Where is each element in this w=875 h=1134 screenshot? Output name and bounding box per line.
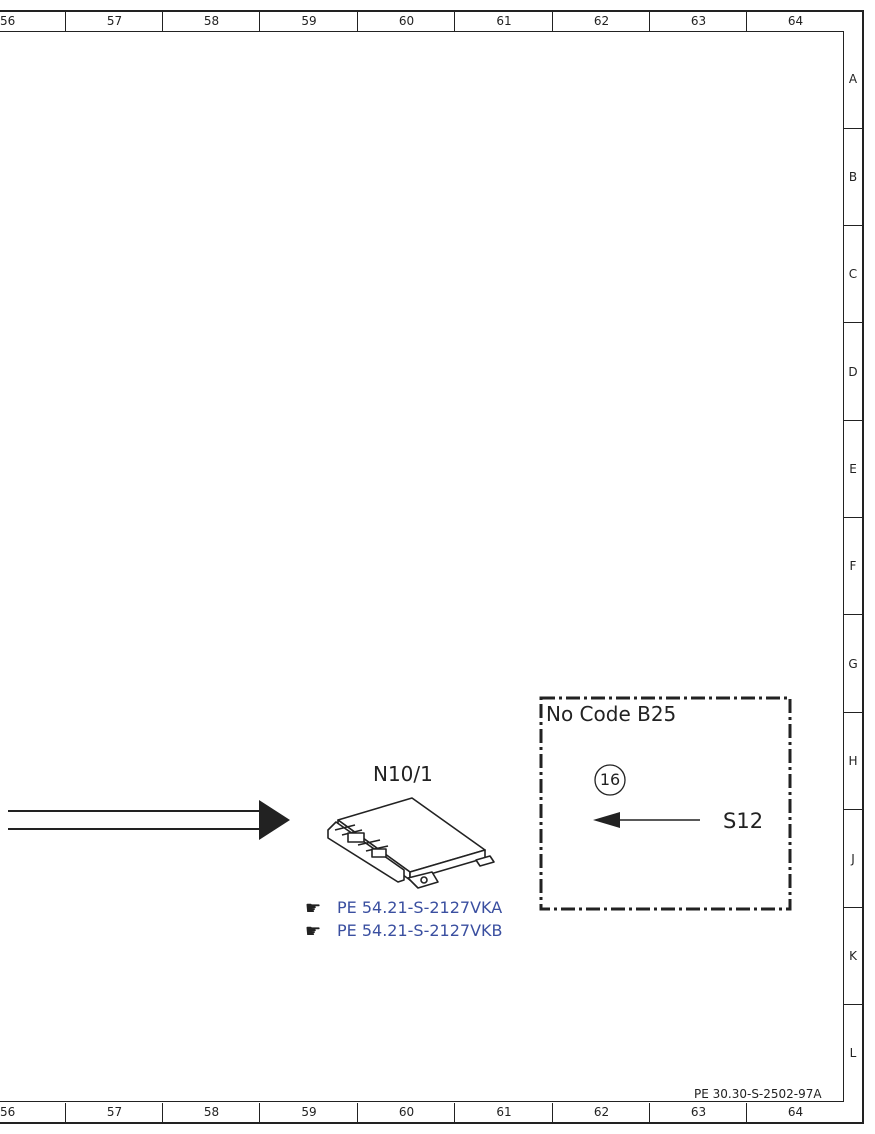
row-label: K [844, 907, 862, 1005]
document-number: PE 30.30-S-2502-97A [694, 1087, 822, 1101]
bottom-ruler-line [0, 1101, 843, 1102]
col-label: 62 [552, 12, 650, 31]
row-label: J [844, 809, 862, 908]
pointing-hand-icon: ☛ [305, 921, 322, 942]
right-ruler-line [843, 31, 844, 1102]
signal-label: S12 [723, 809, 764, 833]
col-label: 57 [65, 1103, 163, 1122]
row-label: D [844, 322, 862, 421]
row-label: B [844, 128, 862, 226]
col-label: 62 [552, 1103, 650, 1122]
reference-link-1[interactable]: ☛ PE 54.21-S-2127VKA [305, 898, 502, 919]
reference-circle-number: 16 [599, 770, 621, 789]
no-code-box [539, 696, 792, 911]
col-label: 64 [746, 12, 844, 31]
col-label: 58 [162, 1103, 260, 1122]
col-label: 61 [454, 12, 553, 31]
col-label: 64 [746, 1103, 844, 1122]
code-box-title: No Code B25 [546, 702, 677, 726]
control-unit-module-icon [327, 797, 495, 889]
col-label: 56 [0, 14, 16, 28]
signal-arrow [593, 812, 700, 828]
component-label: N10/1 [373, 762, 433, 786]
row-label: F [844, 517, 862, 615]
reference-link-2[interactable]: ☛ PE 54.21-S-2127VKB [305, 921, 502, 942]
frame-bottom-border [0, 1122, 864, 1124]
col-label: 58 [162, 12, 260, 31]
frame-top-border [0, 10, 864, 12]
col-label: 60 [357, 1103, 455, 1122]
bus-arrow [8, 800, 290, 840]
row-label: G [844, 614, 862, 713]
pointing-hand-icon: ☛ [305, 898, 322, 919]
row-label: C [844, 225, 862, 323]
col-label: 57 [65, 12, 163, 31]
row-label: A [848, 72, 858, 86]
col-label: 60 [357, 12, 455, 31]
col-label: 63 [649, 12, 747, 31]
row-label: E [844, 420, 862, 518]
row-label: H [844, 712, 862, 810]
top-ruler-line [0, 31, 843, 32]
row-label: L [844, 1004, 862, 1102]
col-label: 59 [259, 12, 358, 31]
reference-text: PE 54.21-S-2127VKB [337, 921, 503, 940]
col-label: 61 [454, 1103, 553, 1122]
reference-circle [594, 764, 626, 796]
col-label: 59 [259, 1103, 358, 1122]
reference-text: PE 54.21-S-2127VKA [337, 898, 503, 917]
frame-right-border [862, 10, 864, 1124]
col-label: 56 [0, 1105, 16, 1119]
col-label: 63 [649, 1103, 747, 1122]
